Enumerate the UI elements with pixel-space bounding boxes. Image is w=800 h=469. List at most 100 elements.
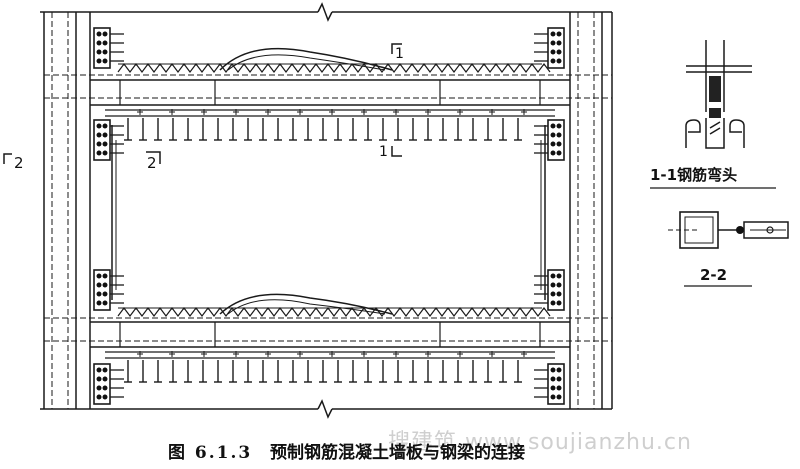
plate-bolt <box>556 273 562 279</box>
plate-bolt <box>96 291 102 297</box>
plate-bolt <box>102 385 108 391</box>
plate-bolt <box>550 150 556 156</box>
plate-bolt <box>556 367 562 373</box>
plate-bolt <box>550 40 556 46</box>
anchor-bolts-top <box>124 109 527 141</box>
precast-wall-panel <box>111 125 546 300</box>
shear-connector-zigzag-bottom <box>117 307 551 317</box>
plate-bolt <box>550 273 556 279</box>
connection-plate <box>93 27 111 69</box>
plate-bolt <box>550 291 556 297</box>
left-steel-column <box>43 12 91 409</box>
plate-bolt <box>556 385 562 391</box>
plate-bolt <box>550 394 556 400</box>
connection-plate <box>93 363 111 405</box>
plate-bolt <box>96 49 102 55</box>
plate-bolt <box>550 367 556 373</box>
plate-bolt <box>96 273 102 279</box>
plate-bolt <box>550 376 556 382</box>
plate-bolt <box>550 123 556 129</box>
plate-bolt <box>102 394 108 400</box>
column-connection-plates <box>93 27 565 405</box>
zigzag-stud <box>117 307 551 317</box>
plate-bolt <box>550 58 556 64</box>
plate-bolt <box>556 132 562 138</box>
plate-bolt <box>556 282 562 288</box>
plate-bolt <box>556 150 562 156</box>
plate-bolt <box>556 141 562 147</box>
plate-bolt <box>102 132 108 138</box>
plate-bolt <box>96 300 102 306</box>
plate-bolt <box>96 123 102 129</box>
section-mark-2-inner: 2 <box>146 151 161 172</box>
upper-steel-beam <box>44 74 612 117</box>
plate-bolt <box>556 40 562 46</box>
plate-bolt <box>102 49 108 55</box>
plate-bolt <box>556 49 562 55</box>
plate-bolt <box>102 150 108 156</box>
plate-bolt <box>102 40 108 46</box>
right-steel-column <box>569 12 613 409</box>
plate-bolt <box>96 367 102 373</box>
plate-bolt <box>556 300 562 306</box>
connection-plate <box>93 119 111 161</box>
plate-bolt <box>550 132 556 138</box>
connection-plate <box>93 269 111 311</box>
plate-bolt <box>96 376 102 382</box>
plate-bolt <box>550 300 556 306</box>
section-mark-2-left-label: 2 <box>14 154 24 172</box>
break-line-top <box>40 2 612 22</box>
plate-bolt <box>550 385 556 391</box>
plate-bolt <box>556 123 562 129</box>
figure-number: 图 6.1.3 <box>168 443 253 463</box>
plate-bolt <box>96 58 102 64</box>
section-mark-1-bottom-label: 1 <box>379 144 388 160</box>
plate-bolt <box>102 376 108 382</box>
connection-plate <box>547 363 565 405</box>
plate-bolt <box>102 367 108 373</box>
plate-bolt <box>556 291 562 297</box>
plate-bolt <box>556 58 562 64</box>
section-mark-1-bottom: 1 <box>379 144 402 160</box>
plate-bolt <box>96 150 102 156</box>
connection-plate <box>547 269 565 311</box>
section-mark-2-left: 2 <box>3 153 24 172</box>
anchor-bolts-bottom <box>124 351 527 383</box>
plate-bolt <box>556 31 562 37</box>
detail-1-1-label: 1-1钢筋弯头 <box>650 166 737 184</box>
plate-bolt <box>96 132 102 138</box>
plate-bolt <box>96 385 102 391</box>
plate-bolt <box>556 376 562 382</box>
detail-2-2-label: 2-2 <box>700 266 727 284</box>
plate-bolt <box>102 123 108 129</box>
section-mark-2-inner-label: 2 <box>147 154 157 172</box>
plate-bolt <box>550 282 556 288</box>
plate-bolt <box>102 273 108 279</box>
plate-bolt <box>96 394 102 400</box>
plate-bolt <box>556 394 562 400</box>
connection-plate <box>547 119 565 161</box>
plate-bolt <box>102 291 108 297</box>
watermark: 搜建筑 www.soujianzhu.cn <box>388 430 692 455</box>
break-line-bottom <box>40 399 612 419</box>
figure-title: 预制钢筋混凝土墙板与钢梁的连接 <box>270 443 525 463</box>
plate-bolt <box>102 300 108 306</box>
connection-plate <box>547 27 565 69</box>
plate-bolt <box>550 31 556 37</box>
detail-1-1: 1-1钢筋弯头 <box>650 40 776 189</box>
lower-steel-beam <box>44 317 612 359</box>
zigzag-stud <box>117 63 551 73</box>
plate-bolt <box>96 141 102 147</box>
plate-bolt <box>102 58 108 64</box>
detail-2-2: 2-2 <box>668 211 789 287</box>
plate-bolt <box>96 40 102 46</box>
shear-connector-zigzag-top <box>117 63 551 73</box>
plate-bolt <box>102 31 108 37</box>
plate-bolt <box>102 141 108 147</box>
rebar-arc-top <box>219 47 393 71</box>
plate-bolt <box>550 141 556 147</box>
plate-bolt <box>96 31 102 37</box>
plate-bolt <box>550 49 556 55</box>
section-mark-1-top-label: 1 <box>395 46 404 62</box>
